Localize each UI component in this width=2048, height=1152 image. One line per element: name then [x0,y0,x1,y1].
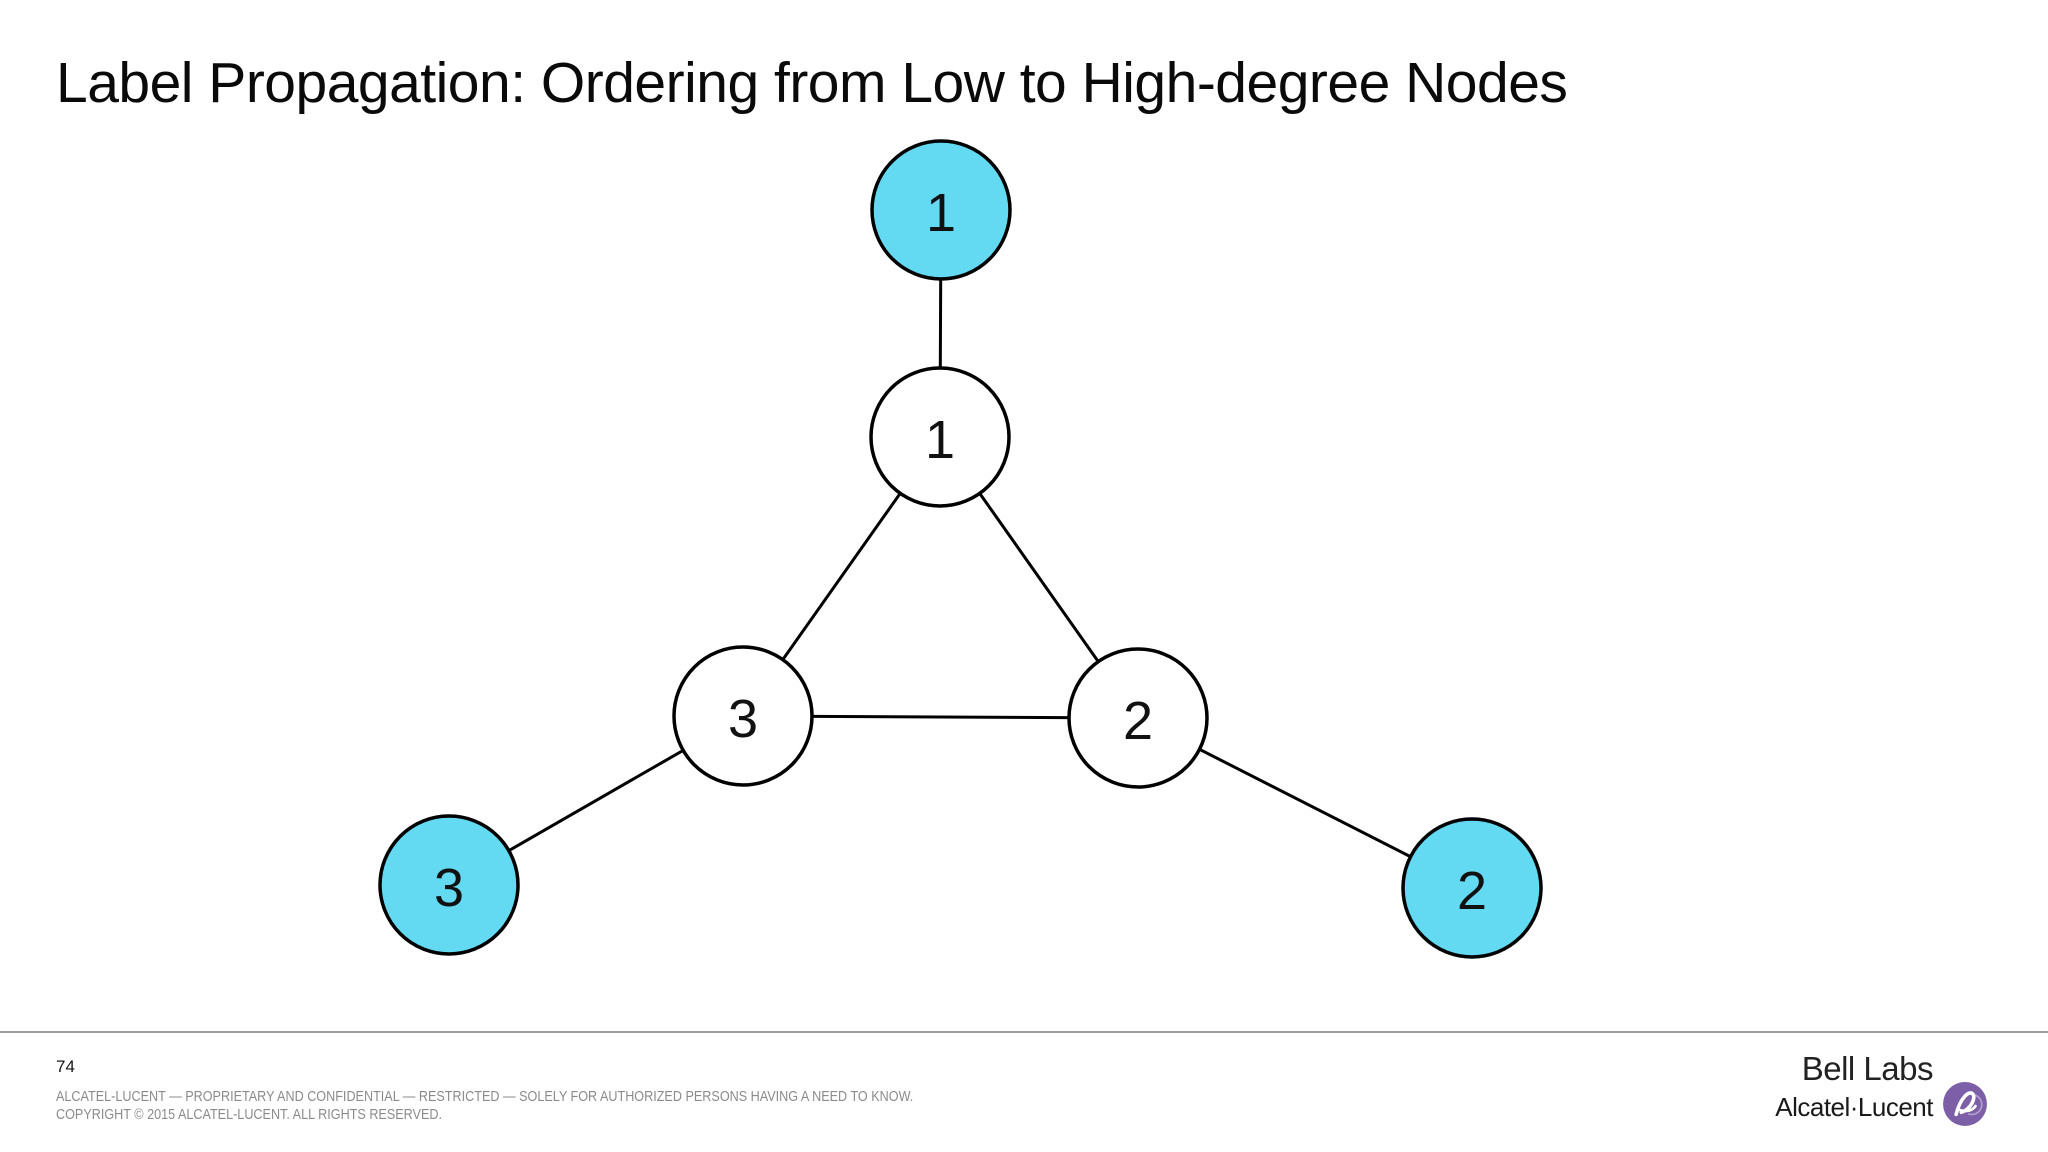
graph-node-circle [672,645,814,787]
page-number: 74 [56,1057,75,1076]
graph-node-label: 3 [434,858,464,918]
brand-company: Alcatel·Lucent [1775,1092,1933,1122]
logo-ring [1967,1093,1983,1116]
brand-text: Bell Labs Alcatel·Lucent [1775,1052,1933,1120]
logo-swirl-tail [1957,1104,1977,1113]
alcatel-lucent-swirl-icon [1943,1082,1987,1126]
graph-node-circle [870,139,1012,281]
graph-node-center-white-1: 1 [869,366,1011,508]
graph-node-label: 2 [1457,861,1487,921]
graph-node-circle [378,814,520,956]
logo-circle [1943,1082,1987,1126]
graph-node-left-white-3: 3 [672,645,814,787]
graph-node-right-white-2: 2 [1067,647,1209,789]
graph-node-circle [869,366,1011,508]
graph-node-circle [1067,647,1209,789]
legal-line-1: ALCATEL-LUCENT — PROPRIETARY AND CONFIDE… [56,1089,914,1105]
graph-node-label: 1 [925,410,955,470]
logo-swirl-main [1954,1091,1976,1117]
legal-line-2: COPYRIGHT © 2015 ALCATEL-LUCENT. ALL RIG… [56,1107,443,1123]
graph-node-label: 3 [728,689,758,749]
slide-title: Label Propagation: Ordering from Low to … [56,51,1568,115]
graph-node-label: 2 [1123,691,1153,751]
graph-node-label: 1 [926,183,956,243]
graph-node-bottom-cyan-3: 3 [378,814,520,956]
graph-node-top-cyan-1: 1 [870,139,1012,281]
graph-node-bottom-cyan-2: 2 [1401,817,1543,959]
footer-divider [0,1031,2048,1033]
brand-block: Bell Labs Alcatel·Lucent [1775,1052,1988,1126]
graph-node-circle [1401,817,1543,959]
legal-text: ALCATEL-LUCENT — PROPRIETARY AND CONFIDE… [56,1088,1041,1124]
brand-name: Bell Labs [1801,1050,1934,1087]
